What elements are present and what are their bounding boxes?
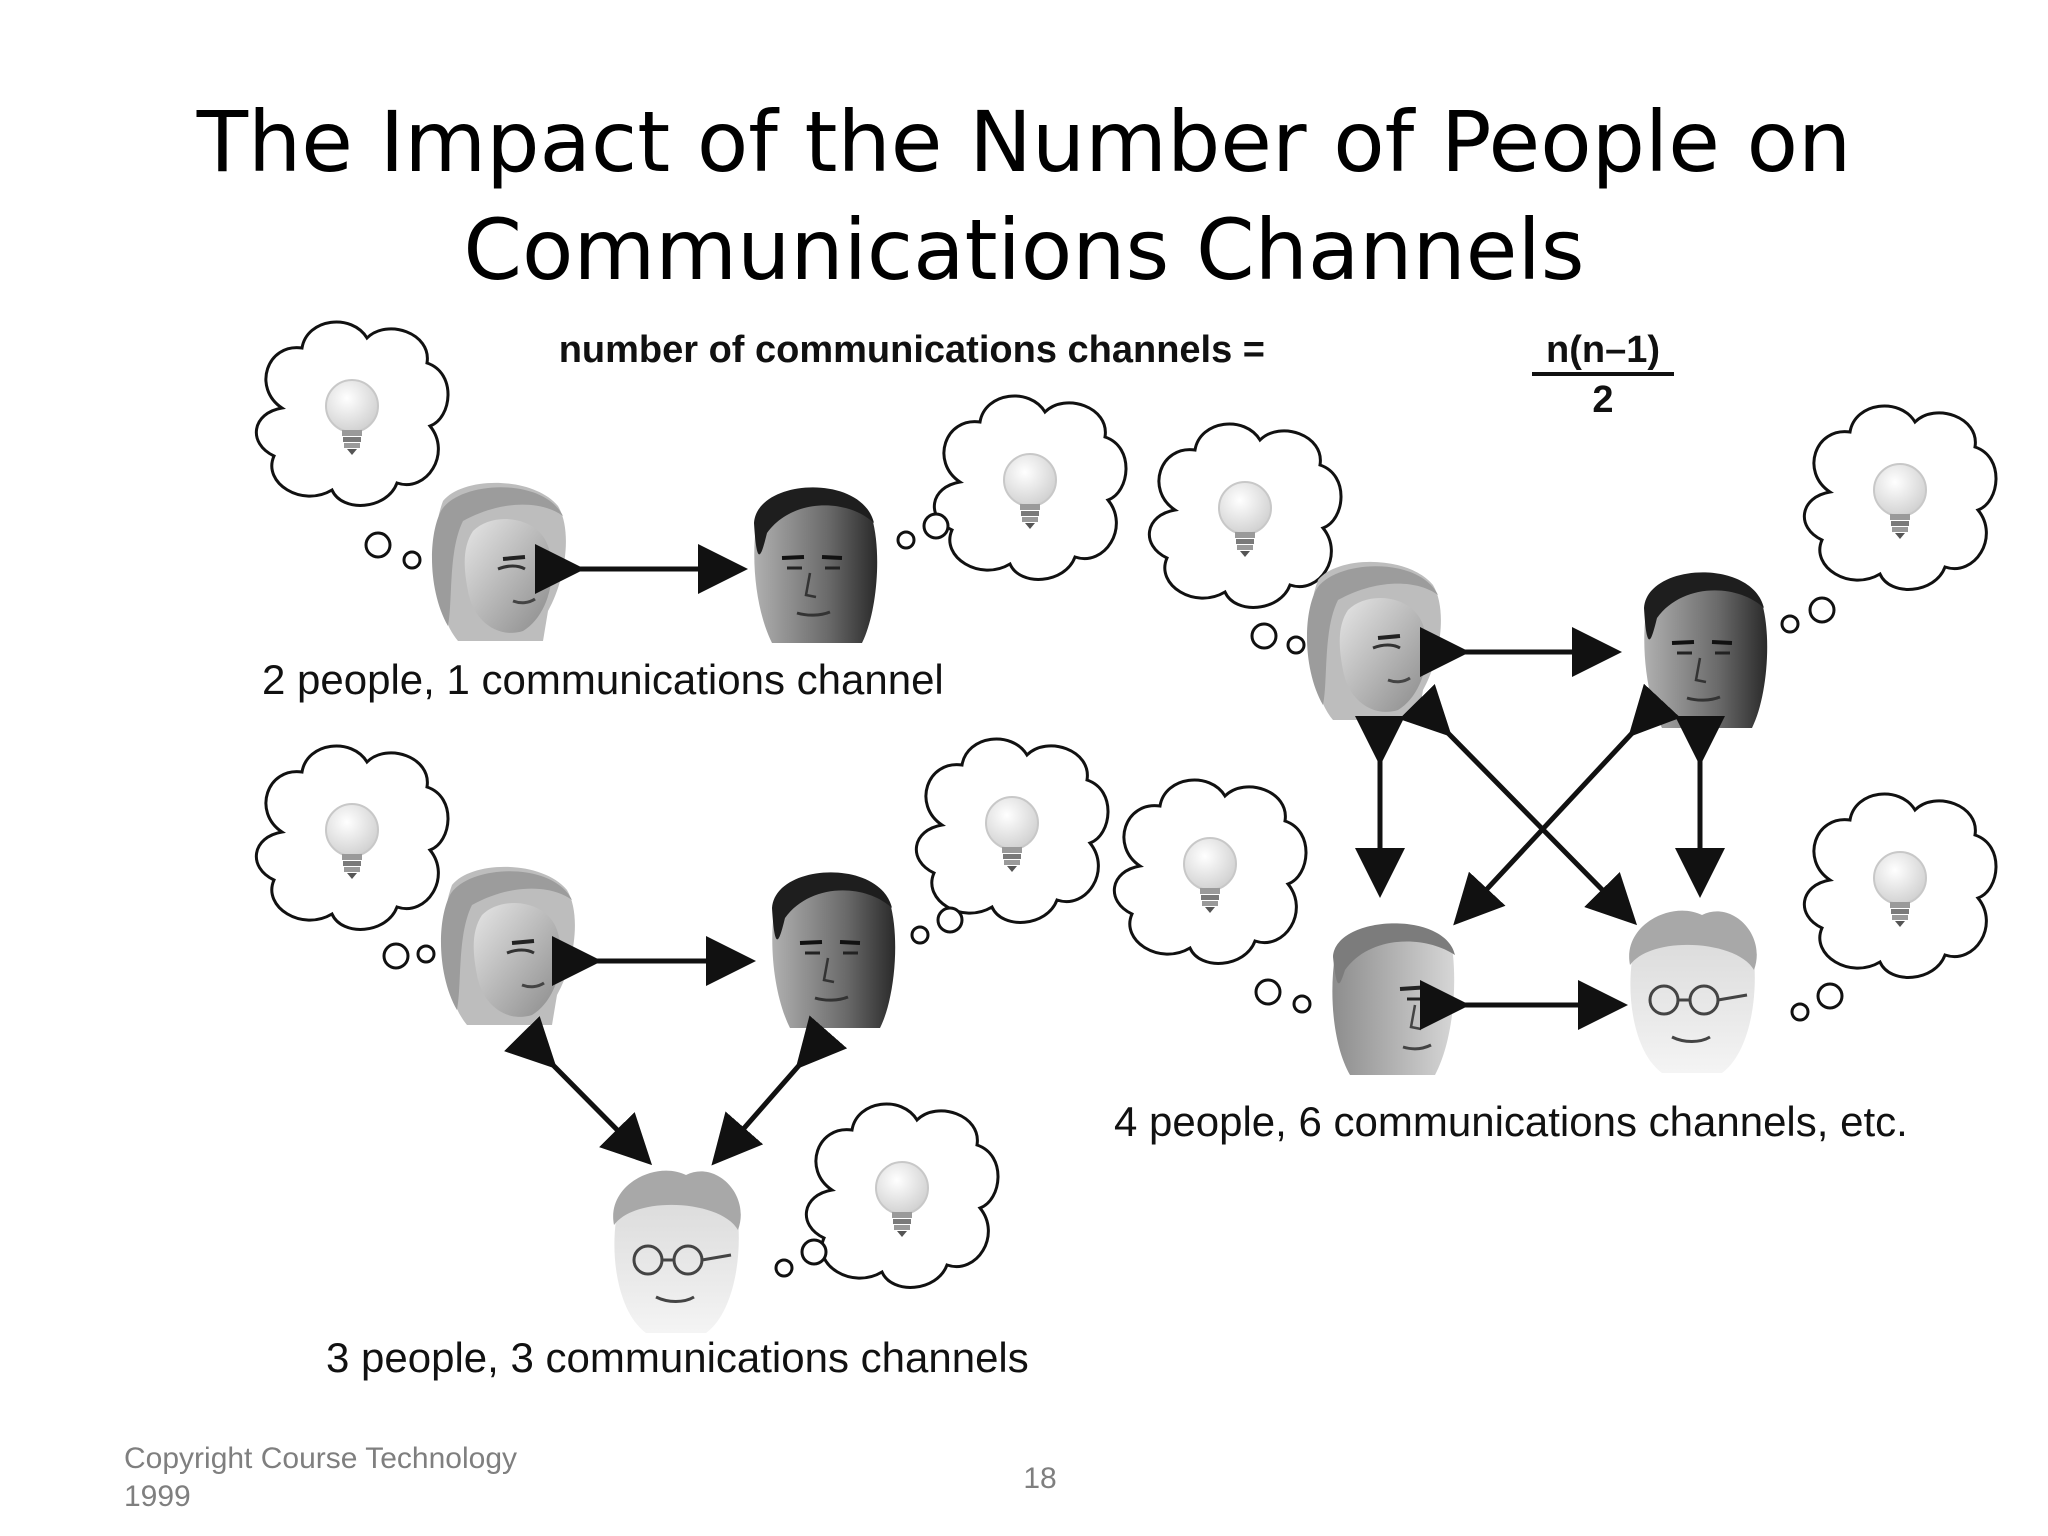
formula-numerator: n(n–1)	[1546, 329, 1660, 371]
thought-bubble-icon	[254, 744, 450, 931]
thought-bubble-icon	[932, 394, 1128, 581]
bubble-dot-icon	[1808, 596, 1836, 624]
glasses-person-icon	[611, 1169, 743, 1335]
bubble-dot-icon	[402, 550, 422, 570]
formula: number of communications channels = n(n–…	[559, 329, 1674, 421]
bubble-dot-icon	[1254, 978, 1282, 1006]
bubble-dot-icon	[1790, 1002, 1810, 1022]
bubble-dot-icon	[1286, 635, 1306, 655]
title-line-2: Communications Channels	[463, 201, 1585, 299]
double-arrow-icon	[504, 1015, 653, 1166]
slide-title: The Impact of the Number of People on Co…	[0, 88, 2048, 304]
young-man-head-icon	[1330, 921, 1457, 1077]
thought-bubble-icon	[1147, 422, 1343, 609]
thought-bubble-icon	[1802, 792, 1998, 979]
title-line-1: The Impact of the Number of People on	[196, 93, 1852, 191]
caption-two-people: 2 people, 1 communications channel	[262, 656, 944, 703]
woman-head-icon	[1304, 559, 1443, 722]
bubble-dot-icon	[896, 530, 916, 550]
bubble-dot-icon	[1292, 994, 1312, 1014]
bubble-dot-icon	[1250, 622, 1278, 650]
group-four-people: 4 people, 6 communications channels, etc…	[1112, 404, 1998, 1145]
thought-bubble-icon	[1802, 404, 1998, 591]
footer-copyright-line1: Copyright Course Technology	[124, 1442, 518, 1475]
formula-denominator: 2	[1592, 379, 1613, 421]
man-head-icon	[1642, 570, 1770, 730]
bubble-dot-icon	[1780, 614, 1800, 634]
group-two-people: 2 people, 1 communications channel	[254, 320, 1128, 703]
woman-head-icon	[429, 480, 568, 643]
woman-head-icon	[438, 864, 577, 1027]
caption-four-people: 4 people, 6 communications channels, etc…	[1114, 1098, 1908, 1145]
double-arrow-icon	[711, 1015, 848, 1166]
man-head-icon	[770, 870, 898, 1030]
bubble-dot-icon	[910, 925, 930, 945]
formula-label: number of communications channels =	[559, 329, 1265, 371]
double-arrow-icon	[1399, 683, 1638, 926]
thought-bubble-icon	[804, 1102, 1000, 1289]
footer-copyright-line2: 1999	[124, 1480, 191, 1513]
glasses-person-icon	[1627, 909, 1759, 1075]
bubble-dot-icon	[1816, 982, 1844, 1010]
bubble-dot-icon	[382, 942, 410, 970]
thought-bubble-icon	[1112, 778, 1308, 965]
thought-bubble-icon	[914, 737, 1110, 924]
bubble-dot-icon	[922, 512, 950, 540]
bubble-dot-icon	[774, 1258, 794, 1278]
bubble-dot-icon	[936, 906, 964, 934]
bubble-dot-icon	[800, 1238, 828, 1266]
caption-three-people: 3 people, 3 communications channels	[326, 1334, 1029, 1381]
page-number: 18	[1023, 1462, 1057, 1495]
group-three-people: 3 people, 3 communications channels	[254, 737, 1110, 1381]
thought-bubble-icon	[254, 320, 450, 507]
bubble-dot-icon	[364, 531, 392, 559]
man-head-icon	[752, 485, 880, 645]
double-arrow-icon	[1453, 683, 1681, 926]
footer-copyright: Copyright Course Technology 1999	[124, 1440, 517, 1516]
bubble-dot-icon	[416, 944, 436, 964]
